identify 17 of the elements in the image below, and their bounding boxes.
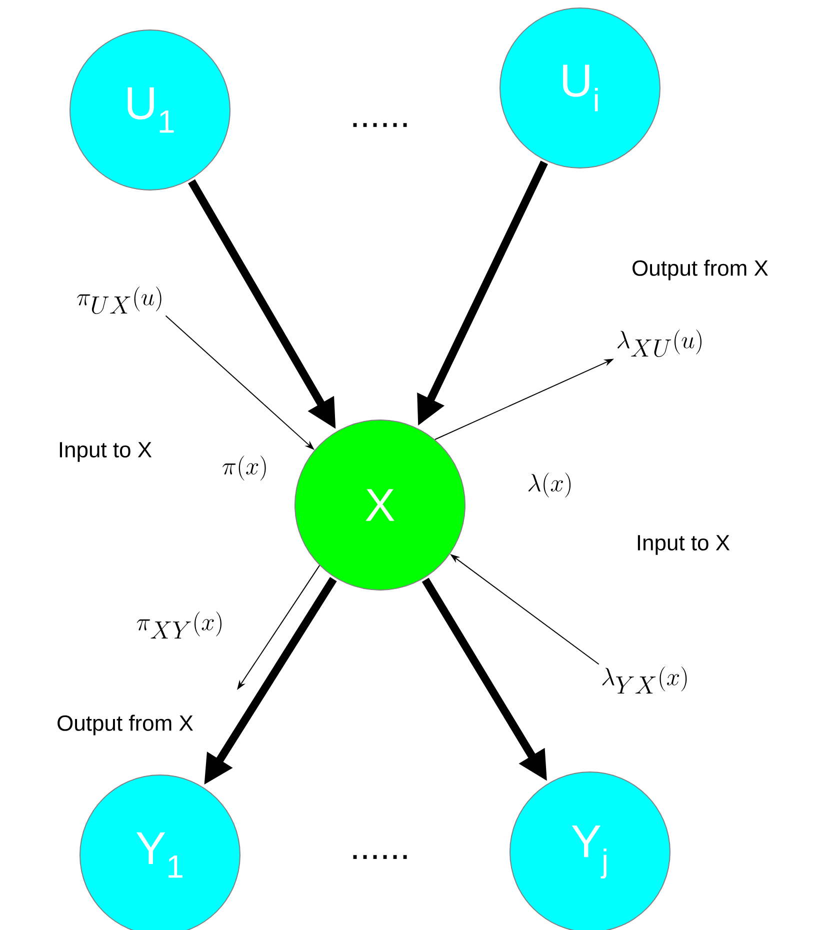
- text-label: Output from X: [632, 260, 768, 280]
- circle-node: Y$_{1}$: [80, 774, 240, 930]
- circle-node: U$_{1}$: [70, 30, 230, 190]
- text-label: Output from X: [58, 714, 193, 736]
- text-label: ......: [353, 855, 407, 859]
- text-label: ......: [353, 123, 407, 127]
- circle-node: Y$_{j}$: [510, 772, 670, 930]
- text-label: Input to X: [60, 442, 152, 462]
- formula-text: $\lambda_{YX}(x)$: [602, 666, 687, 694]
- circle-node: X: [294, 420, 466, 590]
- circle-node: U$_{i}$: [500, 8, 660, 168]
- formula-text: $\lambda_{XU}(u)$: [618, 329, 702, 358]
- formula-text: $\lambda(x)$: [528, 472, 571, 498]
- formula-text: $\pi_{UX}(u)$: [77, 286, 162, 314]
- text-label: Input to X: [638, 535, 730, 555]
- formula-text: $\pi(x)$: [222, 456, 266, 480]
- formula-text: $\pi_{XY}(x)$: [136, 611, 222, 639]
